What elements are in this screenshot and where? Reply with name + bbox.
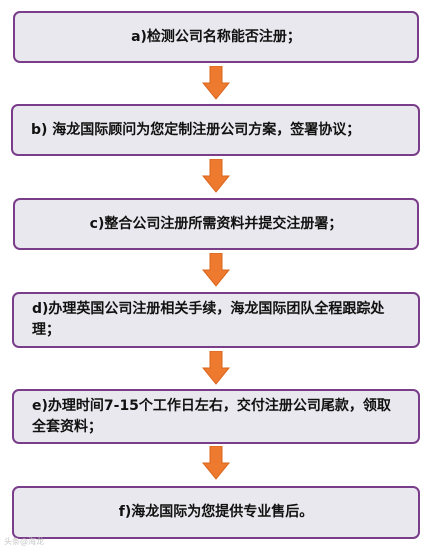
arrow-down-icon — [202, 159, 230, 193]
arrow-down-icon — [202, 253, 230, 287]
step-d-box: d)办理英国公司注册相关手续，海龙国际团队全程跟踪处理； — [12, 292, 420, 348]
step-e-box: e)办理时间7-15个工作日左右，交付注册公司尾款，领取全套资料； — [12, 389, 420, 444]
arrow-down-icon — [202, 66, 230, 100]
step-f-box: f)海龙国际为您提供专业售后。 — [12, 486, 420, 539]
watermark: 头条@海龙 — [4, 537, 44, 546]
step-f-text: f)海龙国际为您提供专业售后。 — [118, 504, 314, 520]
step-a-box: a)检测公司名称能否注册； — [13, 11, 419, 63]
step-c-text: c)整合公司注册所需资料并提交注册署； — [89, 215, 343, 232]
step-d-text: d)办理英国公司注册相关手续，海龙国际团队全程跟踪处理； — [32, 301, 385, 338]
step-a-text: a)检测公司名称能否注册； — [131, 28, 301, 45]
step-b-text: b) 海龙国际顾问为您定制注册公司方案，签署协议； — [31, 121, 361, 138]
arrow-down-icon — [202, 351, 230, 385]
arrow-down-icon — [202, 446, 230, 480]
step-b-box: b) 海龙国际顾问为您定制注册公司方案，签署协议； — [11, 104, 420, 156]
step-e-text: e)办理时间7-15个工作日左右，交付注册公司尾款，领取全套资料； — [32, 397, 391, 435]
step-c-box: c)整合公司注册所需资料并提交注册署； — [13, 198, 419, 250]
